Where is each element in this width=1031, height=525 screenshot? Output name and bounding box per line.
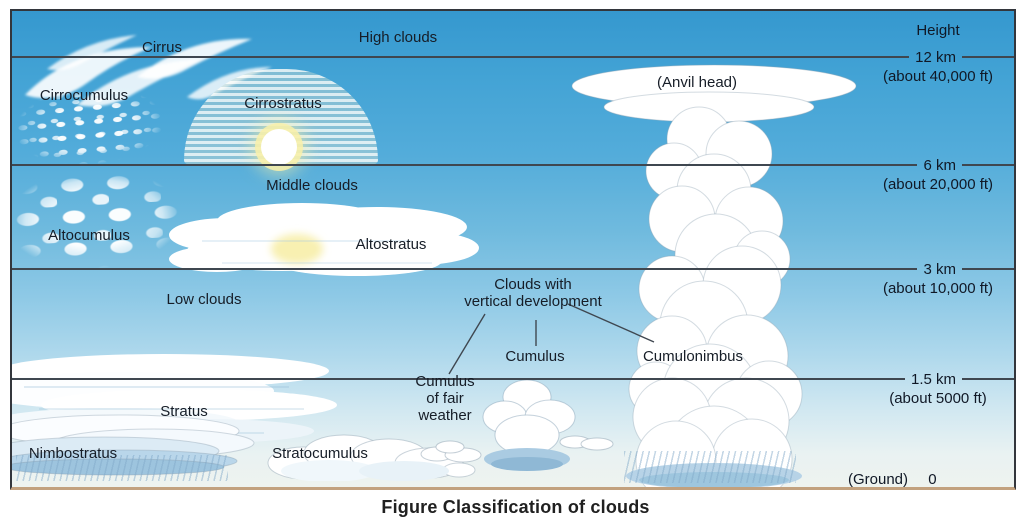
level-line-3km: 3 km <box>12 260 1014 278</box>
level-line-left <box>12 268 918 270</box>
level-label-12km: 12 km <box>915 48 956 66</box>
level-line-left <box>12 378 905 380</box>
stratocumulus-cloud <box>267 434 476 481</box>
level-line-12km: 12 km <box>12 48 1014 66</box>
stratus-label: Stratus <box>160 403 208 420</box>
level-line-6km: 6 km <box>12 156 1014 174</box>
ground-zero-value: 0 <box>928 471 937 488</box>
fair-weather-line3: weather <box>418 407 472 424</box>
level-line-right <box>962 164 1014 166</box>
vertical-development-line2: vertical development <box>464 293 602 310</box>
level-line-right <box>962 378 1014 380</box>
cirrocumulus-label: Cirrocumulus <box>39 87 129 104</box>
fair-weather-line2: of fair <box>426 390 464 407</box>
low-clouds-label: Low clouds <box>166 291 242 308</box>
feet-label-5000: (about 5000 ft) <box>889 390 987 407</box>
cumulonimbus-cloud <box>571 64 857 487</box>
cirrostratus-label: Cirrostratus <box>244 95 322 112</box>
ground-line <box>848 488 1014 490</box>
altostratus-label: Altostratus <box>355 236 427 253</box>
nimbostratus-rain <box>16 455 228 481</box>
high-clouds-label: High clouds <box>358 29 438 46</box>
anvil-head-label: (Anvil head) <box>656 74 738 91</box>
feet-label-20000: (about 20,000 ft) <box>882 176 994 193</box>
fair-weather-line1: Cumulus <box>415 373 475 390</box>
level-line-left <box>12 164 918 166</box>
level-label-1-5km: 1.5 km <box>910 370 956 388</box>
vertical-development-label: Clouds with vertical development <box>464 276 602 310</box>
nimbostratus-label: Nimbostratus <box>28 445 118 462</box>
feet-label-40000: (about 40,000 ft) <box>882 68 994 85</box>
middle-clouds-label: Middle clouds <box>266 177 358 194</box>
cumulus-label: Cumulus <box>505 348 565 365</box>
level-line-1-5km: 1.5 km <box>12 370 1014 388</box>
level-line-right <box>962 56 1014 58</box>
altocumulus-cloud <box>12 164 185 274</box>
cumulonimbus-rain <box>624 451 796 483</box>
height-axis-title: Height <box>916 22 960 39</box>
level-line-left <box>12 56 910 58</box>
fair-weather-cumulus-puffs <box>420 440 482 463</box>
stratocumulus-label: Stratocumulus <box>272 445 368 462</box>
cirrus-label: Cirrus <box>142 39 182 56</box>
fair-weather-cumulus-label: Cumulus of fair weather <box>415 373 474 424</box>
cloud-classification-diagram: 12 km 6 km 3 km 1.5 km Height (about 40,… <box>10 9 1016 490</box>
level-line-right <box>962 268 1014 270</box>
level-label-3km: 3 km <box>923 260 956 278</box>
ground-label-row: (Ground) 0 <box>848 471 937 488</box>
cumulus-cloud <box>482 379 576 471</box>
altocumulus-label: Altocumulus <box>48 227 130 244</box>
ground-label: (Ground) <box>848 471 909 488</box>
nimbostratus-cloud <box>12 414 255 476</box>
vertical-development-connectors <box>448 303 655 375</box>
feet-label-10000: (about 10,000 ft) <box>882 280 994 297</box>
cumulonimbus-label: Cumulonimbus <box>642 348 744 365</box>
level-label-6km: 6 km <box>923 156 956 174</box>
fair-weather-cumulus-puffs <box>559 435 614 451</box>
vertical-development-line1: Clouds with <box>494 276 572 293</box>
figure-caption: Figure Classification of clouds <box>381 497 650 517</box>
sun-icon <box>261 129 297 165</box>
